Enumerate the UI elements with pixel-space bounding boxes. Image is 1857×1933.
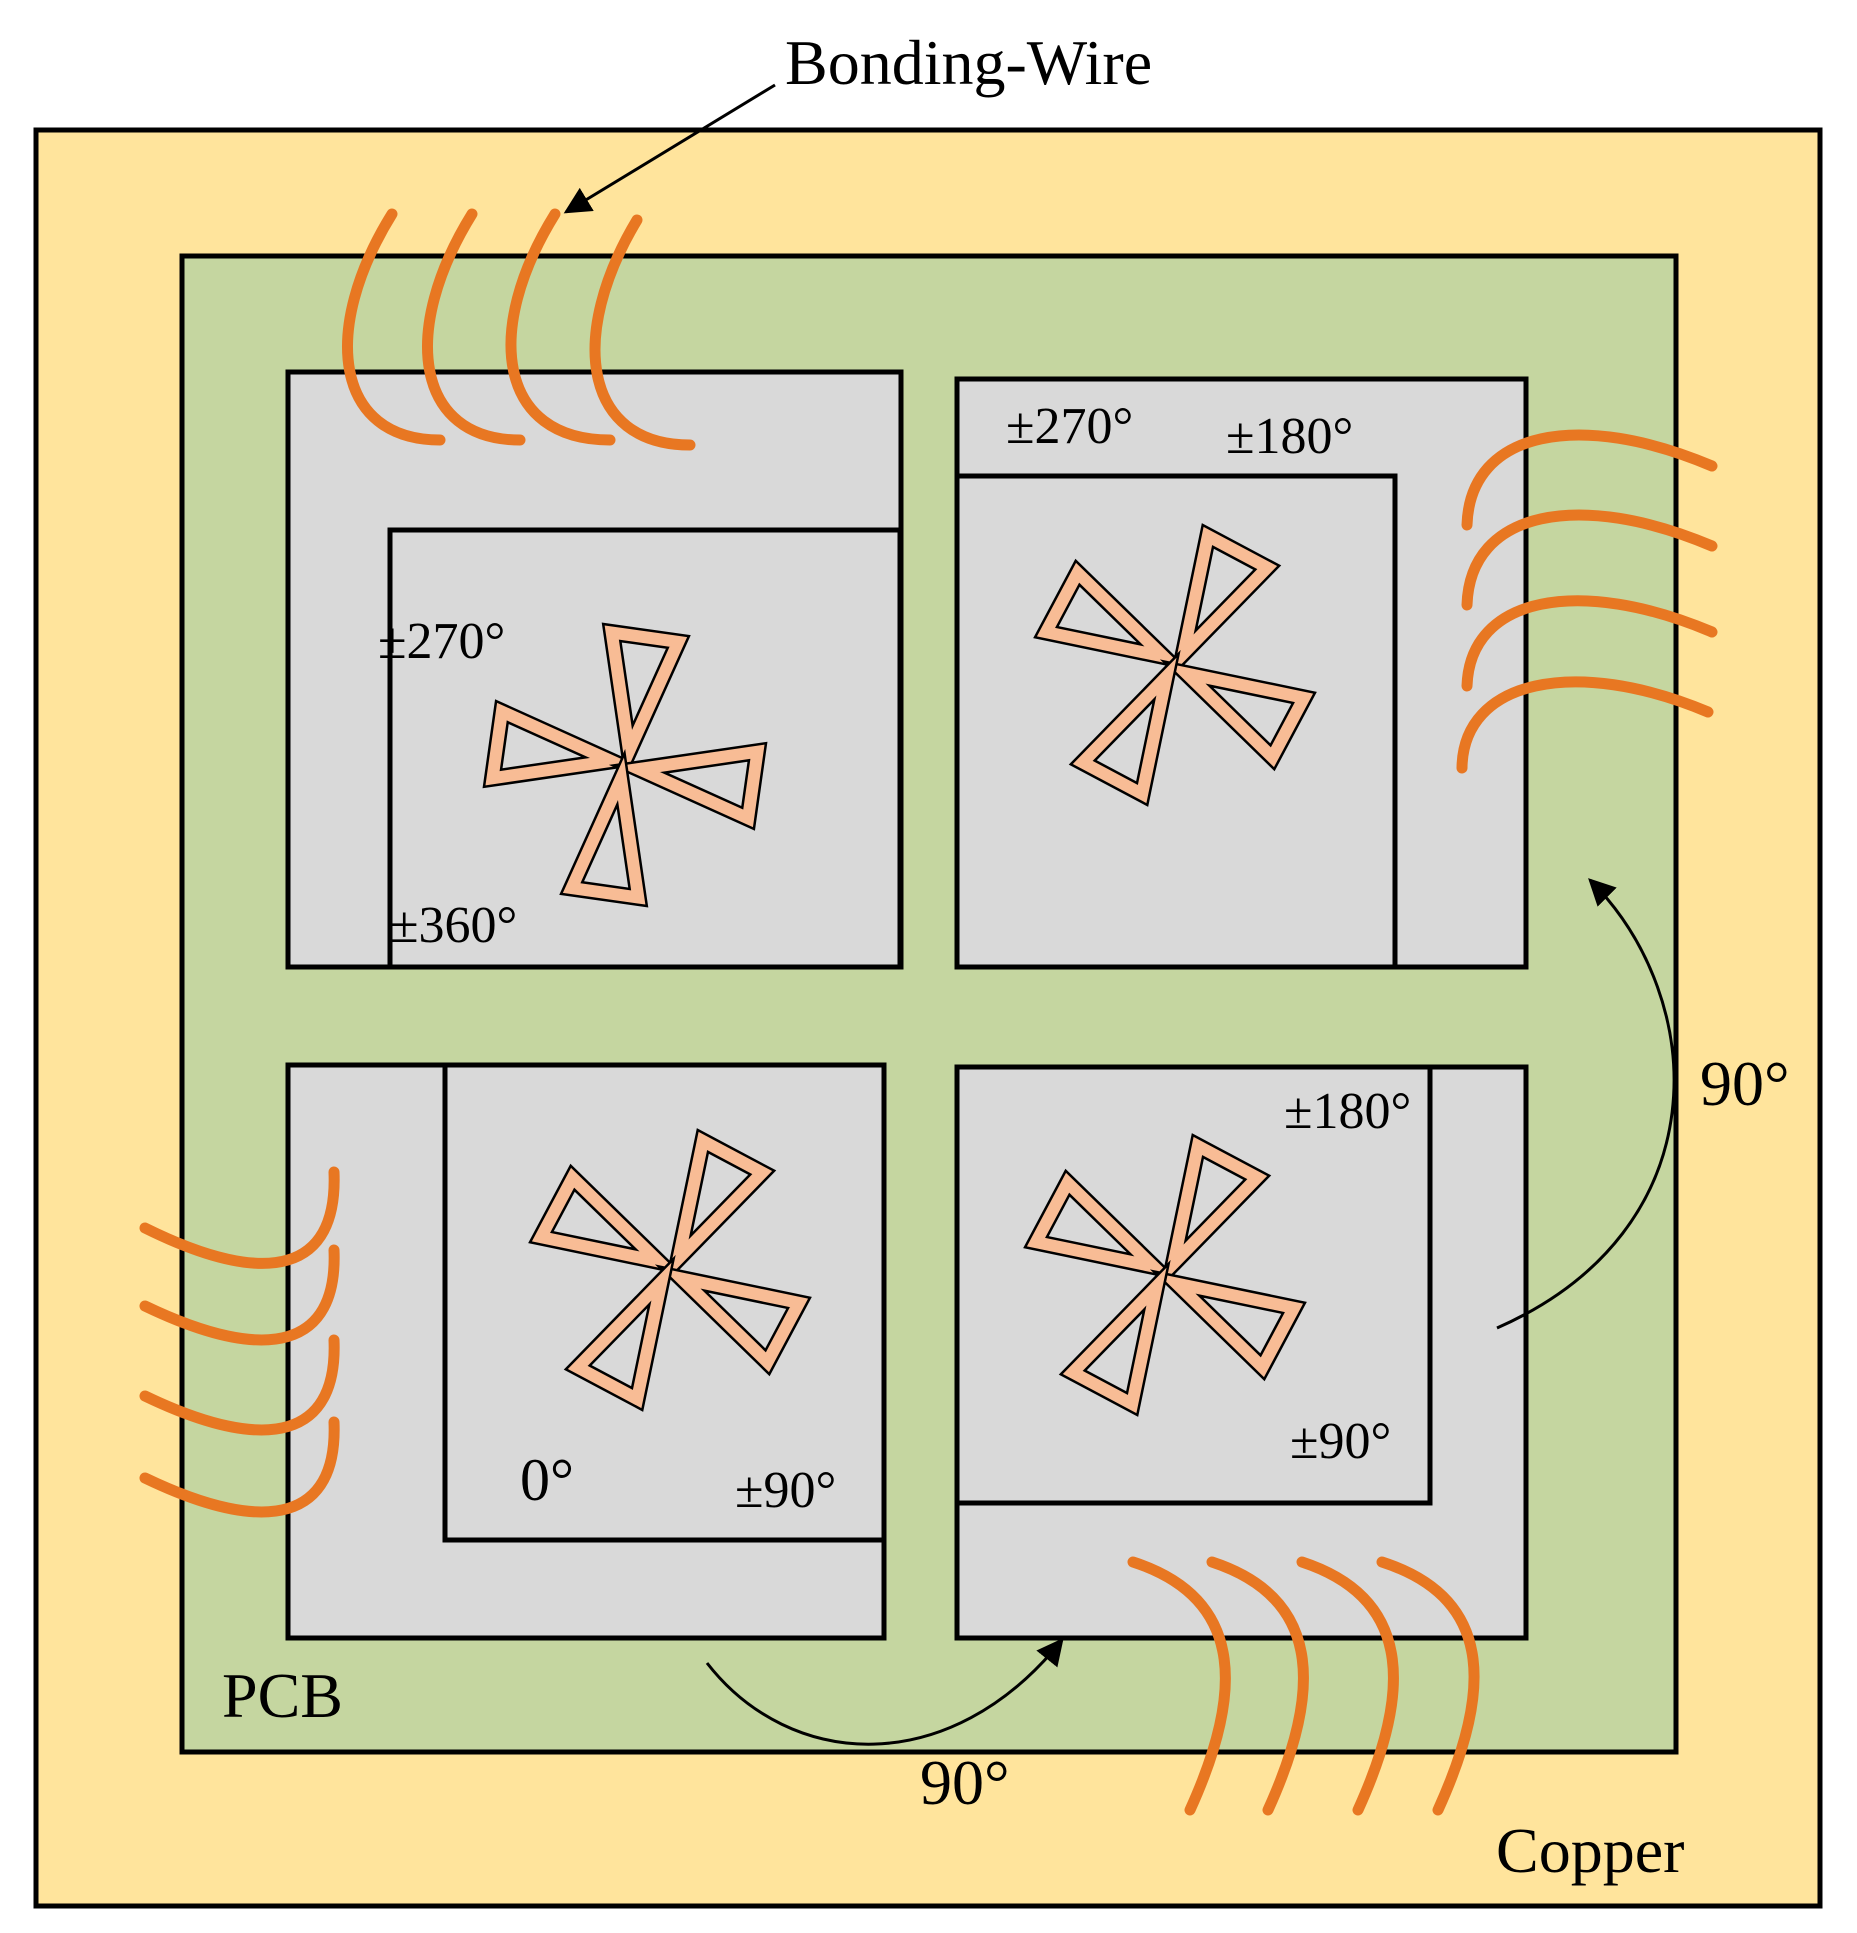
element-bottom-left: 0° ±90° xyxy=(139,1062,887,1641)
element-top-left: ±270° ±360° xyxy=(285,208,904,970)
angle-label-bottom-right-1: ±180° xyxy=(1284,1083,1411,1140)
angle-label-top-left-1: ±270° xyxy=(378,613,505,670)
chip-inner-top-right xyxy=(954,473,1398,970)
angle-label-top-right-2: ±180° xyxy=(1226,408,1353,465)
angle-label-bottom-left-1: 0° xyxy=(520,1447,574,1513)
bonding-wires-bottom-left xyxy=(139,1166,340,1518)
bonding-wires-top-right xyxy=(1456,429,1718,774)
bonding-wires-top-left xyxy=(342,208,696,451)
rotation-arrow-right xyxy=(1496,878,1676,1330)
angle-label-bottom-right-2: ±90° xyxy=(1290,1413,1391,1470)
rotation-arrow-bottom xyxy=(705,1637,1064,1746)
angle-label-bottom-left-2: ±90° xyxy=(735,1462,836,1519)
bonding-wires-bottom-right xyxy=(1127,1556,1480,1816)
element-top-right: ±270° ±180° xyxy=(954,376,1718,970)
rotation-label-bottom: 90° xyxy=(920,1747,1010,1818)
rotation-label-right: 90° xyxy=(1700,1048,1790,1119)
element-bottom-right: ±180° ±90° xyxy=(954,1064,1529,1816)
angle-label-top-left-2: ±360° xyxy=(390,897,517,954)
bonding-wire-pointer xyxy=(563,83,776,214)
angle-label-top-right-1: ±270° xyxy=(1006,398,1133,455)
bonding-wire-label: Bonding-Wire xyxy=(785,27,1152,98)
pcb-label: PCB xyxy=(222,1660,343,1731)
copper-label: Copper xyxy=(1496,1815,1684,1886)
